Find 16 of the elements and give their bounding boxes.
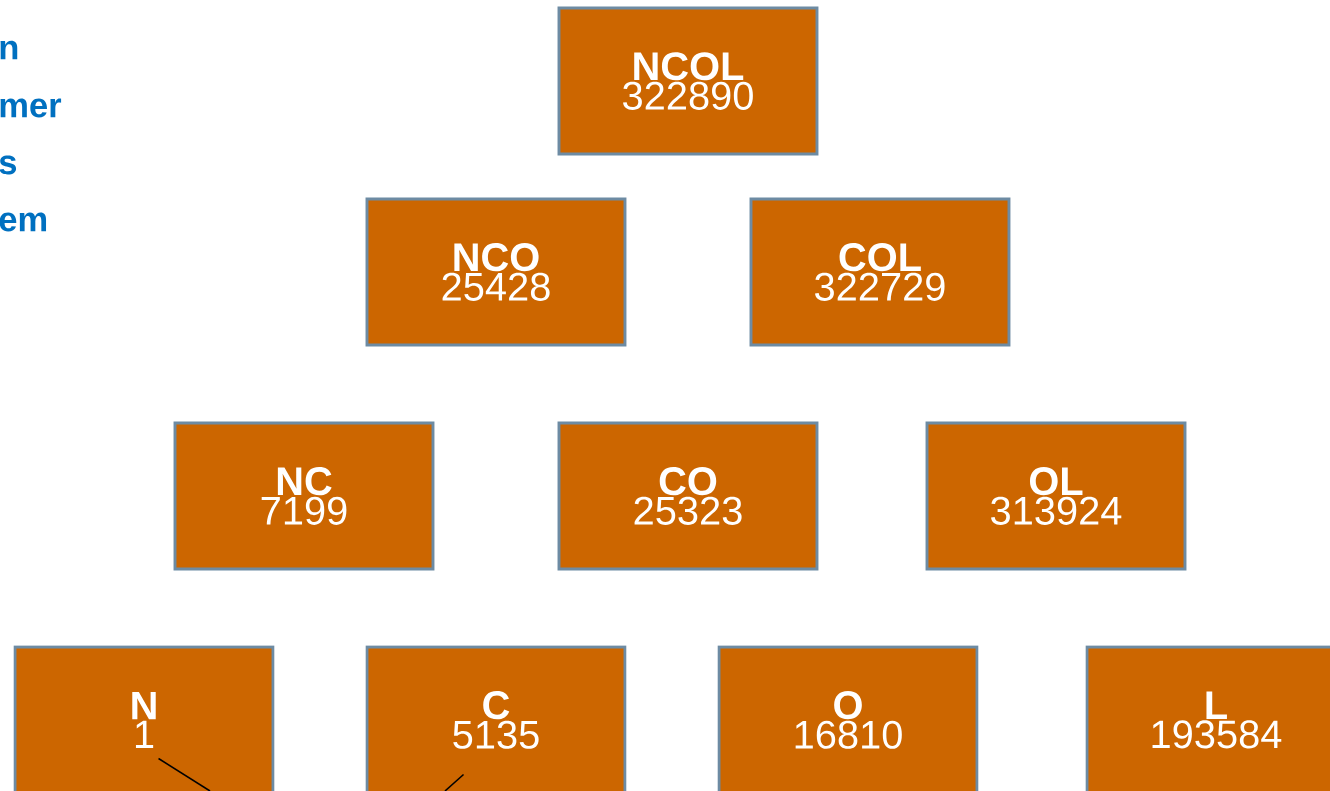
side-text: s: [0, 155, 17, 175]
process-box: COL 322729: [749, 197, 1011, 347]
process-box: N 1: [13, 645, 275, 791]
process-box: CO 25323: [557, 421, 819, 571]
process-box: O 16810: [717, 645, 979, 791]
process-box: C 5135: [365, 645, 627, 791]
process-box: L 193584: [1085, 645, 1330, 791]
process-box: NCO 25428: [365, 197, 627, 347]
side-text: em: [0, 212, 47, 232]
side-text: n: [0, 40, 18, 60]
process-box: NCOL 322890: [557, 6, 819, 156]
leader-line: [157, 757, 211, 791]
leader-line: [444, 773, 465, 791]
process-box: NC 7199: [173, 421, 435, 571]
process-box: OL 313924: [925, 421, 1187, 571]
side-text: mer: [0, 98, 62, 118]
